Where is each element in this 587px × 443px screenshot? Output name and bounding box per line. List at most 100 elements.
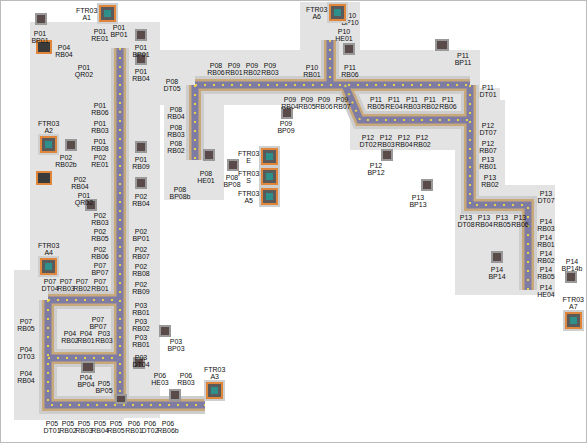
station: FTR03 E <box>238 148 278 165</box>
equipment-label: P01 BP01 <box>132 44 149 58</box>
station: FTR03 S <box>238 168 278 185</box>
equipment-label: P01 BP01 <box>110 24 127 38</box>
equipment-label: P02 BP01 <box>132 228 149 242</box>
signal-boxes <box>37 41 51 184</box>
equipment-label: P09 RB05 <box>298 96 316 110</box>
equipment-label: P08 HE01 <box>197 170 215 184</box>
equipment-label: P14 BP14b <box>561 258 582 272</box>
equipment-label: P11 RE04 <box>385 96 403 110</box>
equipment-label: P09 RB01 <box>225 62 243 76</box>
equipment-label: P13 RB04 <box>475 214 493 228</box>
equipment-label: P09 BP09 <box>277 120 294 134</box>
equipment-label: P08 BP08 <box>223 174 240 188</box>
equipment-label: P04 RB04 <box>55 44 73 58</box>
equipment-label: P14 RB03 <box>537 218 555 232</box>
station-icon <box>334 9 341 16</box>
station: FTR03 A4 <box>38 242 59 275</box>
station-label: FTR03 A2 <box>38 120 59 134</box>
equipment-label: P04 BP04 <box>77 374 94 388</box>
station-box <box>565 312 582 329</box>
equipment-label: P13 RB06 <box>511 214 529 228</box>
equipment-label: P10 HE01 <box>335 28 353 42</box>
equipment-label: P04 RB04 <box>17 370 35 384</box>
equipment-label: P02 RB03 <box>91 212 109 226</box>
equipment-label: P03 DT04 <box>132 354 149 368</box>
station: FTR03 A7 <box>563 296 584 329</box>
equipment-label: P13 DT07 <box>537 190 554 204</box>
station-box <box>261 148 278 165</box>
equipment-label: P11 RB05 <box>367 96 385 110</box>
equipment-label: P06 HE03 <box>151 372 169 386</box>
equipment-label: P10 RB01 <box>303 64 321 78</box>
equipment-label: P05 RB02 <box>59 420 77 434</box>
equipment-label: P03 RB03 <box>95 330 113 344</box>
equipment-label: P14 RB01 <box>537 234 555 248</box>
equipment-label: P09 RB03 <box>261 62 279 76</box>
equipment-label: P01 RB03 <box>91 120 109 134</box>
equipment-label: P02 RB04 <box>132 193 150 207</box>
equipment-label: P01 BP01 <box>31 30 48 44</box>
station: FTR03 A2 <box>38 120 59 153</box>
equipment-label: P04 DT03 <box>17 346 34 360</box>
equipment-label: P07 DT04 <box>41 278 58 292</box>
station-icon <box>45 263 52 270</box>
equipment-label: P08 BP08b <box>169 186 190 200</box>
equipment-label: P14 BP14 <box>488 266 505 280</box>
equipment-label: P14 HE04 <box>537 284 555 298</box>
equipment-label: P11 RB03 <box>403 96 421 110</box>
equipment-label: P05 RB05 <box>107 420 125 434</box>
equipment-label: P11 DT01 <box>479 84 496 98</box>
equipment-label: P03 RB01 <box>132 302 150 316</box>
equipment-label: P09 RB07 <box>333 96 351 110</box>
equipment-label: P07 BP07 <box>91 262 108 276</box>
equipment-label: P05 RB03 <box>75 420 93 434</box>
equipment-label: P13 RB02 <box>481 174 499 188</box>
equipment-label: P04 RB01 <box>77 330 95 344</box>
equipment-label: P01 RE01 <box>91 28 109 42</box>
equipment-label: P13 BP13 <box>409 194 426 208</box>
equipment-label: P03 BP03 <box>167 338 184 352</box>
equipment-label: P01 RB06 <box>91 102 109 116</box>
equipment-label: P04 RB02 <box>61 330 79 344</box>
equipment-label: P02 RB09 <box>132 281 150 295</box>
equipment-label: P06 RB03 <box>177 372 195 386</box>
station: FTR03 A1 <box>76 5 116 22</box>
equipment-label: P12 RB02 <box>413 134 431 148</box>
station-box <box>40 136 57 153</box>
equipment-label: P07 RB01 <box>91 278 109 292</box>
station-icon <box>104 10 111 17</box>
equipment-label: P01 QR02 <box>75 64 93 78</box>
equipment-label: P02 RB07 <box>132 246 150 260</box>
station-box <box>261 188 278 205</box>
station-icon <box>570 317 577 324</box>
equipment-label: P13 RB01 <box>479 156 497 170</box>
equipment-label: P06 RB01 <box>125 420 143 434</box>
equipment-label: P01 RB09 <box>132 156 150 170</box>
equipment-label: P08 RB03 <box>167 124 185 138</box>
station: FTR03 A6 <box>306 4 346 21</box>
station-label: FTR03 A5 <box>238 190 259 204</box>
equipment-label: P09 RB04 <box>281 96 299 110</box>
station: FTR03 A5 <box>238 188 278 205</box>
equipment-label: P08 DT05 <box>163 78 180 92</box>
station-icon <box>211 387 218 394</box>
station-box <box>261 168 278 185</box>
equipment-label: P02 RE01 <box>91 154 109 168</box>
equipment-label: P02 RB08 <box>132 263 150 277</box>
equipment-label: P02 RB05 <box>91 228 109 242</box>
equipment-label: P07 RB02 <box>73 278 91 292</box>
station-box <box>40 258 57 275</box>
station-box <box>99 5 116 22</box>
station-label: FTR03 E <box>238 150 259 164</box>
equipment-label: P12 RB03 <box>377 134 395 148</box>
equipment-label: P12 RB07 <box>479 140 497 154</box>
station-label: FTR03 A4 <box>38 242 59 256</box>
equipment-label: P08 RB06 <box>207 62 225 76</box>
station-label: FTR03 A1 <box>76 7 97 21</box>
equipment-label: P11 BP11 <box>455 52 472 66</box>
station-box <box>206 382 223 399</box>
equipment-label: P01 RB08 <box>91 138 109 152</box>
equipment-label: P05 DT01 <box>43 420 60 434</box>
equipment-label: P07 BP07 <box>89 316 106 330</box>
